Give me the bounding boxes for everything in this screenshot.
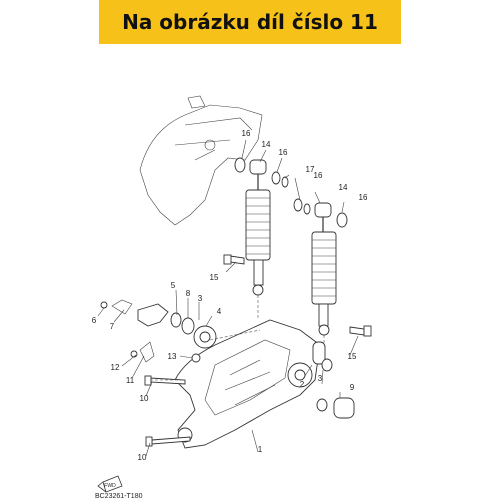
callout-16a: 16 bbox=[242, 129, 251, 138]
rear-shock-right bbox=[311, 202, 337, 336]
fwd-label: FWD bbox=[104, 483, 116, 489]
callout-17: 17 bbox=[306, 165, 315, 174]
callout-7: 7 bbox=[110, 322, 115, 331]
callout-8: 8 bbox=[186, 289, 191, 298]
callout-5: 5 bbox=[171, 281, 176, 290]
callout-3a: 3 bbox=[198, 294, 203, 303]
washers-top bbox=[234, 157, 348, 228]
callout-10a: 10 bbox=[140, 394, 149, 403]
exploded-parts-diagram: 16 14 16 17 16 14 16 15 5 8 3 4 6 7 12 1… bbox=[92, 95, 372, 500]
callout-numbers: 16 14 16 17 16 14 16 15 5 8 3 4 6 7 12 1… bbox=[92, 129, 368, 462]
callout-11: 11 bbox=[126, 376, 135, 385]
callout-1: 1 bbox=[258, 445, 263, 454]
callout-4: 4 bbox=[217, 307, 222, 316]
frame-outline bbox=[139, 95, 263, 226]
callout-10b: 10 bbox=[138, 453, 147, 462]
title-banner: Na obrázku díl číslo 11 bbox=[99, 0, 401, 44]
callout-3b: 3 bbox=[318, 374, 323, 383]
callout-16d: 16 bbox=[359, 193, 368, 202]
rear-shock-left bbox=[245, 159, 271, 296]
diagram-code: BC23261-T180 bbox=[95, 493, 143, 500]
callout-14b: 14 bbox=[339, 183, 348, 192]
callout-16c: 16 bbox=[314, 171, 323, 180]
callout-15a: 15 bbox=[210, 273, 219, 282]
bushings bbox=[312, 341, 355, 419]
banner-text: Na obrázku díl číslo 11 bbox=[122, 10, 378, 34]
callout-2: 2 bbox=[300, 380, 305, 389]
callout-6: 6 bbox=[92, 316, 97, 325]
leader-lines bbox=[97, 139, 359, 457]
bolts-10 bbox=[144, 375, 191, 447]
callout-14a: 14 bbox=[262, 140, 271, 149]
callout-9: 9 bbox=[350, 383, 355, 392]
callout-15b: 15 bbox=[348, 352, 357, 361]
swingarm bbox=[174, 319, 321, 449]
alignment-lines bbox=[150, 295, 325, 381]
fwd-arrow-icon: FWD bbox=[97, 475, 123, 493]
callout-13: 13 bbox=[168, 352, 177, 361]
callout-16b: 16 bbox=[279, 148, 288, 157]
callout-12: 12 bbox=[111, 363, 120, 372]
bolts-15 bbox=[223, 254, 372, 337]
